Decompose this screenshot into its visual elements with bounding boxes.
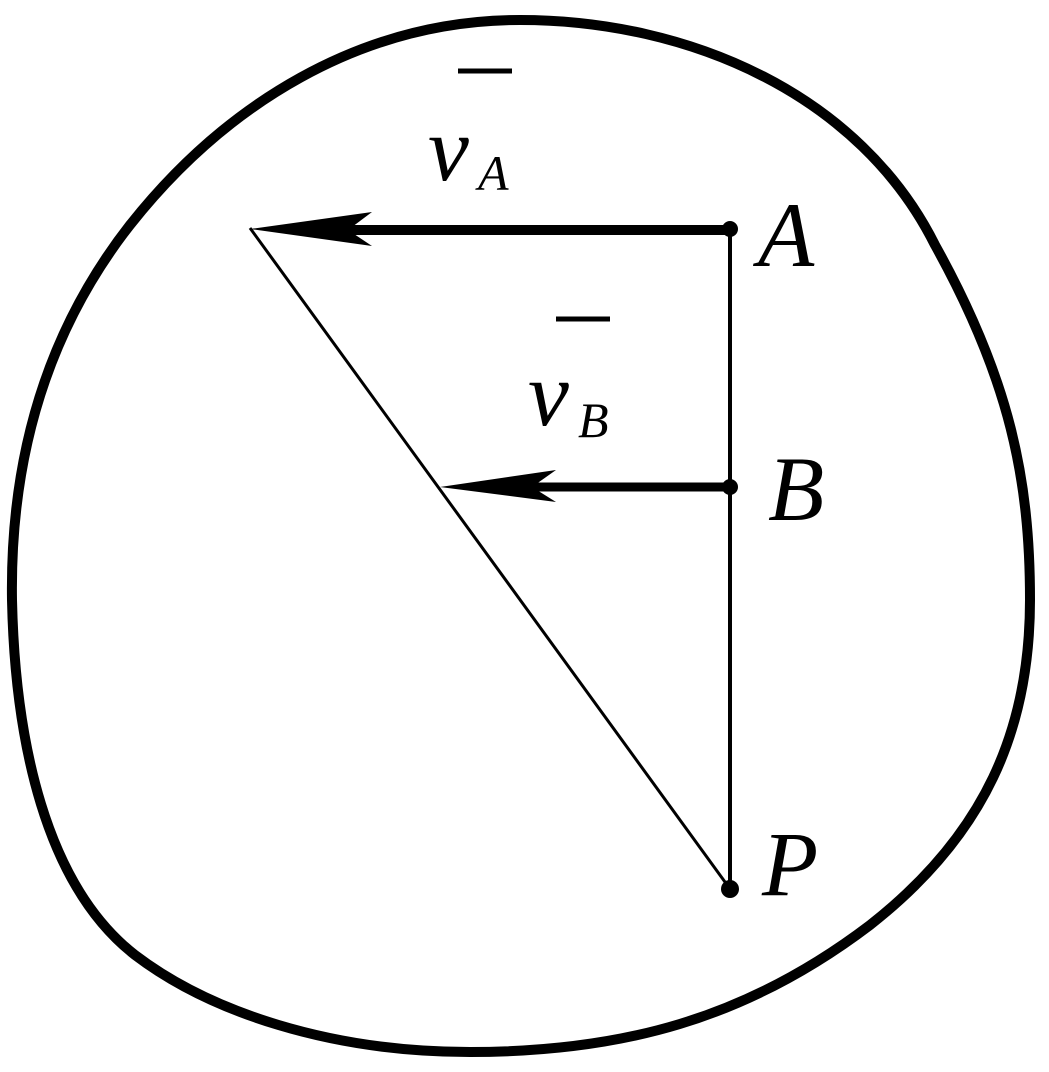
point-a-dot — [722, 221, 738, 237]
point-a-label: A — [752, 184, 815, 286]
vector-a-symbol: v — [428, 98, 469, 200]
point-b-dot — [722, 479, 738, 495]
velocity-distribution-line — [248, 227, 727, 883]
vector-a-subscript: A — [475, 145, 509, 201]
velocity-vector-b-arrowhead — [440, 470, 556, 502]
point-p-label: P — [761, 813, 818, 915]
point-b-label: B — [768, 438, 824, 540]
velocity-vector-a-arrowhead — [250, 212, 372, 246]
rigid-body-outline — [6, 14, 1036, 1058]
point-p-dot — [721, 880, 739, 898]
vector-b-symbol: v — [528, 343, 569, 445]
vector-b-subscript: B — [578, 392, 609, 448]
